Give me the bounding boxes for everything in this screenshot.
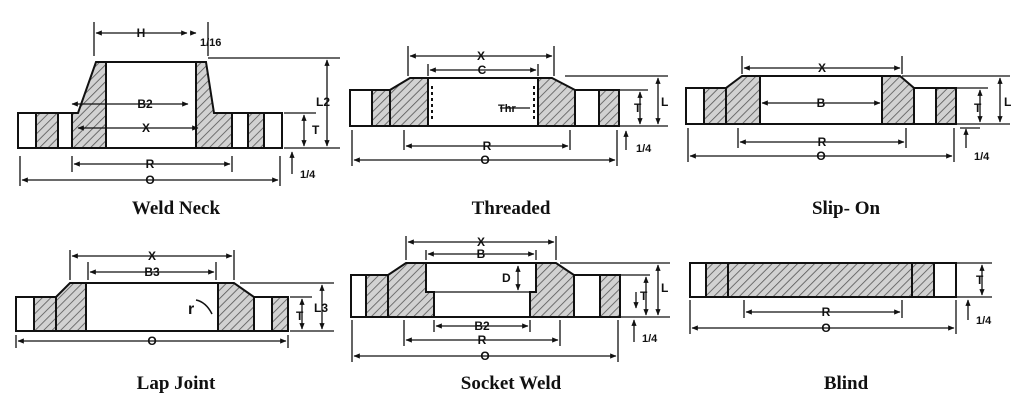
threaded-label-t: T bbox=[634, 101, 642, 115]
socket-weld-drawing bbox=[350, 262, 621, 318]
threaded-label-r: R bbox=[483, 139, 492, 153]
caption-socket-weld: Socket Weld bbox=[460, 373, 562, 394]
threaded-label-o: O bbox=[480, 153, 489, 167]
threaded-label-base: 1/4 bbox=[636, 143, 652, 155]
caption-weld-neck: Weld Neck bbox=[131, 198, 221, 219]
blind-label-t: T bbox=[976, 273, 984, 287]
slip-on-label-o: O bbox=[816, 149, 825, 163]
weld-neck-label-r: R bbox=[146, 157, 155, 171]
socket-weld-label-t: T bbox=[640, 289, 648, 303]
socket-weld-label-base: 1/4 bbox=[642, 333, 658, 345]
lap-joint-label-t: T bbox=[296, 309, 304, 323]
lap-joint-label-r: r bbox=[188, 301, 194, 318]
caption-slip-on: Slip- On bbox=[811, 198, 881, 219]
weld-neck-label-o: O bbox=[145, 173, 154, 187]
threaded-label-c: C bbox=[478, 63, 487, 77]
socket-weld-label-r: R bbox=[478, 333, 487, 347]
weld-neck-label-gap: 1/16 bbox=[200, 37, 221, 49]
lap-joint-label-b3: B3 bbox=[144, 265, 160, 279]
socket-weld-label-x: X bbox=[477, 235, 485, 249]
slip-on-label-x: X bbox=[818, 61, 826, 75]
weld-neck-label-base: 1/4 bbox=[300, 169, 316, 181]
lap-joint-label-l3: L3 bbox=[314, 301, 328, 315]
blind-drawing bbox=[689, 262, 957, 298]
lap-joint-drawing bbox=[15, 282, 289, 332]
caption-threaded: Threaded bbox=[471, 198, 551, 219]
caption-blind: Blind bbox=[823, 373, 869, 394]
slip-on-label-t: T bbox=[974, 101, 982, 115]
slip-on-drawing bbox=[685, 75, 957, 125]
weld-neck-label-h: H bbox=[137, 26, 146, 40]
blind-label-base: 1/4 bbox=[976, 315, 992, 327]
slip-on-label-r: R bbox=[818, 135, 827, 149]
socket-weld-label-b: B bbox=[477, 247, 486, 261]
caption-lap-joint: Lap Joint bbox=[136, 373, 216, 394]
blind-label-o: O bbox=[821, 321, 830, 335]
weld-neck-label-t: T bbox=[312, 123, 320, 137]
threaded-label-x: X bbox=[477, 49, 485, 63]
socket-weld-label-l: L bbox=[661, 281, 668, 295]
threaded-label-l: L bbox=[661, 95, 668, 109]
weld-neck-label-l2: L2 bbox=[316, 95, 330, 109]
weld-neck-label-x: X bbox=[142, 121, 150, 135]
lap-joint-label-x: X bbox=[148, 249, 156, 263]
socket-weld-label-o: O bbox=[480, 349, 489, 363]
socket-weld-label-b2: B2 bbox=[474, 319, 490, 333]
slip-on-label-l: L bbox=[1004, 95, 1011, 109]
blind-label-r: R bbox=[822, 305, 831, 319]
weld-neck-label-b2: B2 bbox=[137, 97, 153, 111]
socket-weld-label-d: D bbox=[502, 271, 511, 285]
slip-on-label-b: B bbox=[817, 96, 826, 110]
lap-joint-label-o: O bbox=[147, 334, 156, 348]
threaded-label-thr: Thr bbox=[498, 103, 516, 115]
threaded-drawing bbox=[349, 77, 620, 127]
slip-on-label-base: 1/4 bbox=[974, 151, 990, 163]
